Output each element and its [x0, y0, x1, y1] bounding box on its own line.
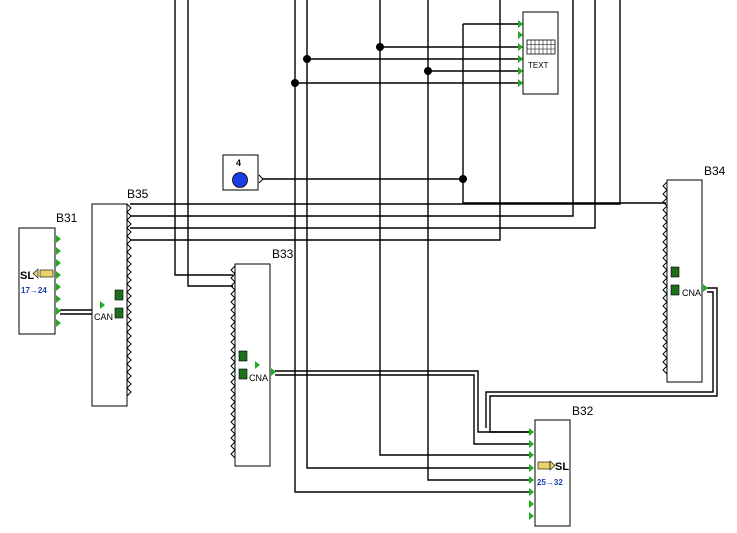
wires [60, 0, 718, 493]
b34-function: CNA [682, 288, 701, 298]
wire-b35-out-0 [130, 0, 621, 205]
text-block[interactable]: TEXT [518, 11, 559, 95]
b31-name: B31 [56, 211, 78, 225]
b34-body[interactable] [666, 179, 703, 383]
wire-to-b34-in [462, 24, 666, 204]
wire-b33-b32-b [275, 374, 533, 445]
keyboard-icon [526, 39, 556, 55]
constant-block[interactable]: 4 [222, 154, 264, 191]
b32-body[interactable] [534, 419, 571, 527]
text-block-inputs [518, 20, 523, 87]
b34-output-port [703, 284, 708, 292]
b35-body[interactable] [91, 203, 128, 407]
block-b33[interactable]: B33 CNA [230, 247, 294, 467]
b35-name: B35 [127, 187, 149, 201]
b33-name: B33 [272, 247, 294, 261]
block-b34[interactable]: B34 CNA [662, 164, 726, 383]
b35-output-ports [126, 203, 132, 397]
arrow-left-icon [32, 268, 54, 279]
block-b32[interactable]: B32 SL 25→32 [529, 404, 594, 527]
b33-led-icon [238, 350, 248, 380]
b33-body[interactable] [234, 263, 271, 467]
wire-top-to-b32-6 [427, 0, 533, 481]
b31-function: SL [20, 270, 34, 282]
wire-top-to-b32-5 [306, 0, 533, 469]
constant-output-port [258, 174, 264, 184]
junction-dot [376, 43, 384, 51]
wire-b35-out-4 [130, 0, 501, 241]
wire-top-to-b33-1 [174, 0, 233, 276]
b31-range: 17→24 [21, 286, 47, 295]
b32-range: 25→32 [537, 478, 563, 487]
arrow-right-icon [537, 460, 556, 471]
b31-outputs [56, 235, 61, 327]
b34-led-icon [670, 266, 680, 296]
junction-dot [303, 55, 311, 63]
b35-led-icon [114, 289, 124, 319]
b31-body[interactable] [18, 227, 56, 335]
junction-dot [424, 67, 432, 75]
wire-top-to-b32-7 [294, 0, 533, 493]
b32-inputs [529, 428, 534, 520]
b33-function: CNA [249, 373, 268, 383]
block-b31[interactable]: B31 SL 17→24 [18, 211, 78, 335]
junction-dot [459, 175, 467, 183]
b34-input-ports [662, 181, 668, 375]
constant-value: 4 [236, 158, 241, 168]
wire-top-to-b33-2 [187, 0, 233, 287]
wire-b35-out-1 [130, 0, 574, 217]
wire-b35-out-3 [130, 0, 596, 229]
b34-name: B34 [704, 164, 726, 178]
b35-function: CAN [94, 312, 113, 322]
junction-dot [291, 79, 299, 87]
text-block-label: TEXT [528, 61, 549, 70]
wire-top-to-b32-4 [379, 0, 533, 456]
wire-b33-b32-a [275, 370, 533, 433]
knob-icon [232, 172, 248, 188]
wire-b34-b32-a [489, 287, 718, 433]
junctions [291, 43, 467, 183]
block-b35[interactable]: B35 CAN [91, 187, 149, 407]
wire-b34-b32-b [485, 291, 714, 428]
b32-function: SL [555, 461, 569, 473]
b32-name: B32 [572, 404, 594, 418]
b33-input-ports [230, 265, 236, 459]
